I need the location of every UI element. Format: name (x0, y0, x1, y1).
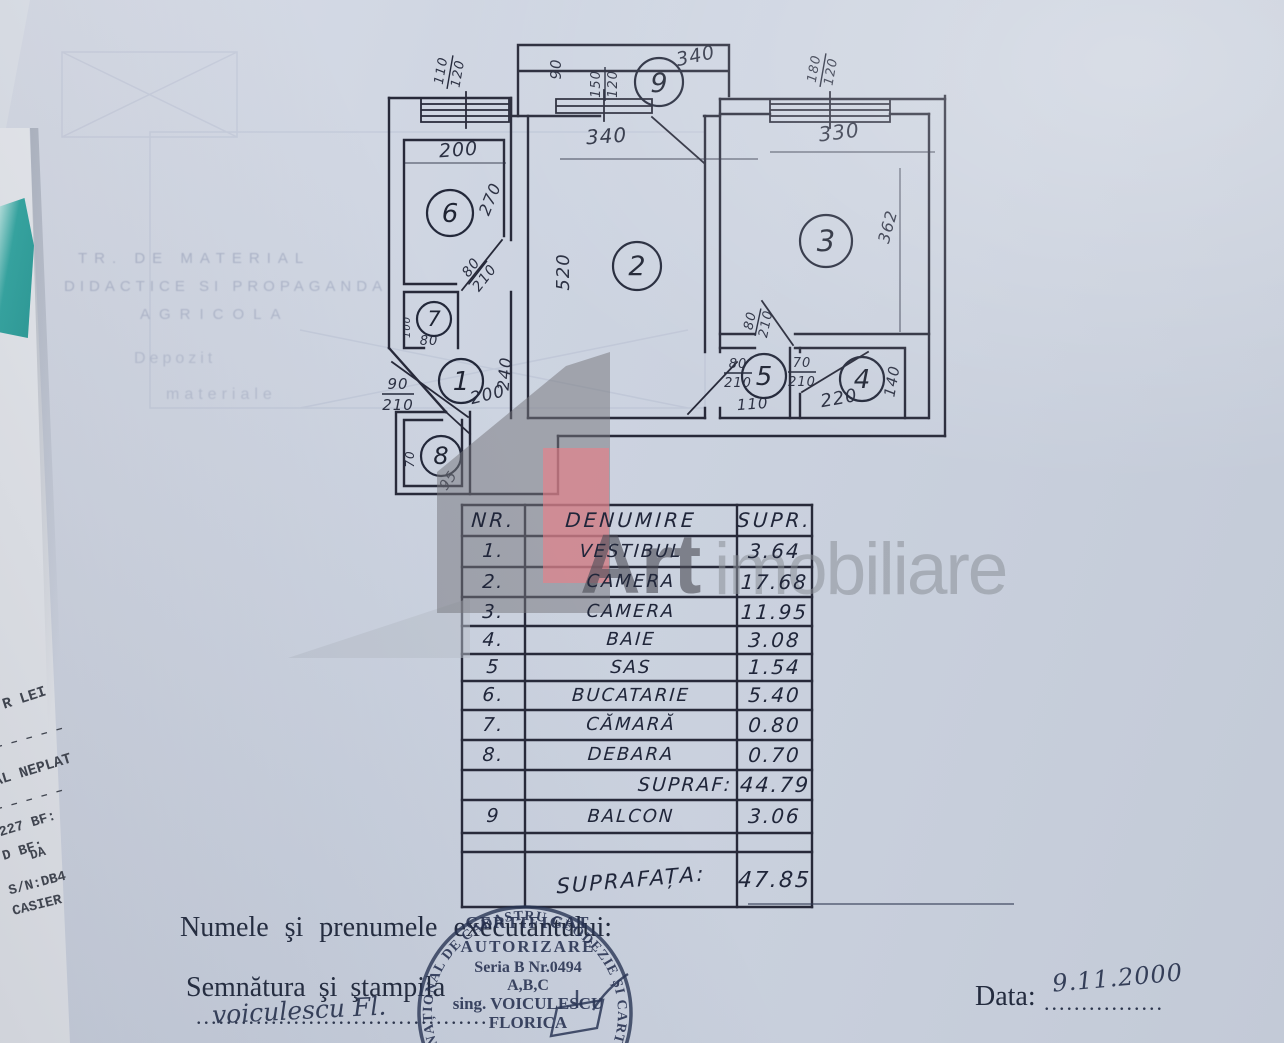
dimension-label: 520 (553, 253, 574, 290)
room-number-badge: 9 (633, 56, 685, 108)
svg-text:80: 80 (729, 357, 748, 372)
svg-text:8: 8 (433, 442, 448, 470)
logo-red-block (543, 448, 609, 583)
stamp-line: sing. VOICULESCU (453, 994, 604, 1013)
svg-text:70: 70 (793, 356, 812, 371)
svg-text:120: 120 (449, 59, 469, 89)
name-rule-line (748, 903, 1014, 905)
svg-text:210: 210 (756, 309, 776, 339)
svg-text:9: 9 (650, 68, 667, 99)
svg-text:150: 150 (589, 70, 604, 98)
window-dimension: 110 120 (432, 55, 469, 90)
signature-stroke (591, 973, 629, 1011)
room-number-badge: 6 (425, 188, 475, 238)
bleedthrough-text: TR. DE MATERIAL (78, 250, 311, 267)
signature-label: Semnătura şi ştampila (186, 972, 446, 1003)
logo-swoosh (288, 598, 470, 658)
svg-text:110: 110 (432, 56, 452, 86)
dimension-label: 80 (420, 334, 439, 349)
stamp-line: CERTIFICAT (466, 913, 591, 932)
bleedthrough-text: AGRICOLA (140, 306, 290, 323)
door-dimension: 90 210 (382, 375, 414, 414)
window-dimension: 180 120 (805, 53, 842, 88)
svg-text:6: 6 (442, 199, 459, 229)
room-number-badge: 7 (415, 300, 453, 338)
room-number-badge: 4 (838, 355, 886, 403)
room-number-badge: 2 (611, 240, 663, 292)
room-number-badge: 1 (437, 357, 485, 405)
dimension-label: 70 (403, 450, 417, 467)
stamp-line: A,B,C (507, 977, 549, 994)
dimension-label: 110 (736, 394, 769, 414)
stamp-line: FLORICA (489, 1013, 568, 1032)
stamp-line: AUTORIZARE (461, 937, 596, 956)
date-label: Data: (975, 981, 1036, 1012)
svg-text:90: 90 (387, 375, 408, 393)
svg-text:7: 7 (427, 307, 441, 331)
dimension-label: 140 (880, 364, 903, 398)
svg-text:180: 180 (805, 54, 825, 84)
bleedthrough-text: Depozit (134, 350, 217, 367)
svg-text:4: 4 (854, 365, 871, 395)
dimension-label: 340 (585, 123, 628, 150)
svg-text:120: 120 (822, 57, 842, 87)
bleedthrough-text: DIDACTICE SI PROPAGANDA (64, 278, 388, 295)
date-dotted-line: ................ (1044, 990, 1164, 1015)
bleedthrough-text: materiale (166, 386, 277, 403)
dimension-label: 200 (438, 138, 479, 163)
teal-fabric-strip (0, 198, 34, 338)
svg-text:1: 1 (453, 367, 470, 397)
svg-text:210: 210 (382, 396, 414, 414)
svg-text:3: 3 (817, 224, 835, 258)
dimension-label: 90 (547, 58, 565, 79)
name-label: Numele şi prenumele executantului: (180, 912, 613, 943)
watermark-brand-light: imobiliare (714, 529, 1008, 610)
stamp-ring-text: OFICIUL NAȚIONAL DE CADASTRU GEODEZIE ȘI… (0, 0, 629, 1043)
room-number-badge: 5 (740, 352, 788, 400)
room-number-badge: 3 (798, 213, 854, 269)
stamp-line: Seria B Nr.0494 (474, 959, 581, 976)
door-dimension: 70 210 (788, 356, 816, 390)
window-dimension: 150 120 (589, 67, 621, 101)
stamp-ring (417, 905, 633, 1043)
dimension-label: 100 (402, 316, 413, 338)
svg-text:80: 80 (741, 310, 760, 331)
stamp-emblem (549, 990, 605, 1038)
signature-dotted-line: ....................................... (196, 1004, 489, 1029)
dimension-label: 330 (817, 118, 861, 147)
svg-text:210: 210 (788, 375, 816, 390)
watermark-brand-bold: Art (580, 517, 702, 611)
svg-text:2: 2 (628, 251, 645, 282)
svg-text:5: 5 (756, 362, 773, 392)
svg-text:120: 120 (606, 70, 621, 98)
areas-table-grid (460, 503, 814, 909)
dimension-label: 240 (494, 356, 516, 391)
door-dimension: 80 210 (741, 308, 777, 339)
